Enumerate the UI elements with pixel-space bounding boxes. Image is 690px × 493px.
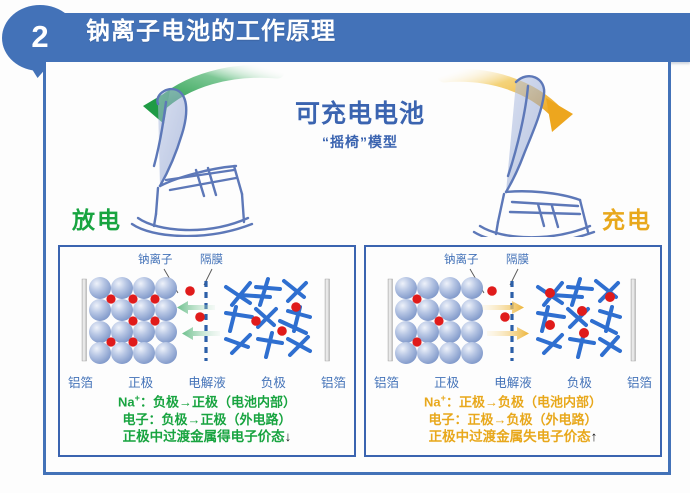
charge-equations: Na+：正极→负极（电池内部） 电子：正极→负极（外电路） 正极中过渡金属失电子…	[366, 393, 660, 446]
discharge-panel: 钠离子 隔膜	[58, 245, 356, 457]
rocking-chair-illustration: 可充电电池 “摇椅”模型 放电 充电	[46, 62, 674, 237]
discharge-equations: Na+：负极→正极（电池内部） 电子：负极→正极（外电路） 正极中过渡金属得电子…	[60, 393, 354, 446]
content-frame: 可充电电池 “摇椅”模型 放电 充电	[43, 62, 671, 475]
equation-row-2: 正极中过渡金属得电子价态↓	[60, 428, 354, 446]
migrating-ion	[487, 286, 497, 296]
legend-item-3: 负极	[566, 376, 592, 390]
equation-row-1: 电子：正极→负极（外电路）	[366, 411, 660, 428]
charge-panel: 钠离子 隔膜	[364, 245, 662, 457]
valence-arrow-up: ↑	[590, 428, 598, 444]
charge-label: 充电	[602, 207, 652, 233]
equation-superscript: +	[134, 393, 140, 403]
cathode-lattice	[89, 277, 177, 364]
equation-text: 电子：负极→正极（外电路）	[122, 411, 292, 427]
equation-row-2: 正极中过渡金属失电子价态↑	[366, 428, 660, 446]
legend-item-2: 电解液	[494, 376, 532, 390]
illustration-subtitle: “摇椅”模型	[322, 134, 398, 150]
curved-arrow-right-gold	[437, 68, 573, 132]
migrating-ion	[500, 312, 510, 322]
valence-arrow-down: ↓	[284, 428, 292, 444]
ion-flow-arrow-right	[482, 301, 529, 340]
header-badge: 2	[2, 5, 78, 71]
discharge-label: 放电	[72, 207, 122, 233]
discharge-cell-diagram: 钠离子 隔膜	[81, 252, 330, 364]
legend-item-4: 铝箔	[626, 376, 652, 390]
equation-row-0: Na+：负极→正极（电池内部）	[60, 393, 354, 411]
legend-item-3: 负极	[260, 376, 286, 390]
legend-item-1: 正极	[128, 376, 154, 390]
equation-row-0: Na+：正极→负极（电池内部）	[366, 393, 660, 411]
anode-carbon	[224, 277, 312, 359]
legend-item-2: 电解液	[188, 376, 226, 390]
panels-row: 钠离子 隔膜	[46, 245, 674, 467]
rocking-chair-left-icon	[130, 87, 254, 237]
header-badge-number: 2	[31, 19, 49, 54]
separator-callout-label: 隔膜	[506, 253, 529, 266]
migrating-ion	[185, 286, 195, 296]
equation-text: ：负极→正极（电池内部）	[139, 394, 296, 410]
ion-callout-label: 钠离子	[444, 252, 479, 266]
ion-flow-arrow-left	[177, 301, 220, 340]
equation-prefix: Na	[118, 394, 135, 410]
migrating-ion	[195, 312, 205, 322]
equation-text: 正极中过渡金属得电子价态	[122, 428, 285, 444]
legend-item-0: 铝箔	[68, 376, 94, 390]
equation-prefix: Na	[424, 394, 441, 410]
legend-item-0: 铝箔	[374, 376, 400, 390]
legend-item-4: 铝箔	[320, 376, 346, 390]
illustration-svg	[130, 64, 596, 237]
rocking-chair-right-icon	[472, 75, 596, 237]
charge-cell-diagram: 钠离子 隔膜	[387, 252, 636, 364]
legend-item-1: 正极	[434, 376, 460, 390]
equation-row-1: 电子：负极→正极（外电路）	[60, 411, 354, 428]
cathode-lattice	[395, 277, 483, 364]
ion-callout-label: 钠离子	[138, 252, 173, 266]
separator-callout-label: 隔膜	[200, 253, 223, 266]
illustration-title: 可充电电池	[294, 100, 425, 128]
charge-legend: 铝箔 正极 电解液 负极 铝箔	[366, 372, 660, 391]
page-title: 钠离子电池的工作原理	[86, 18, 336, 45]
discharge-legend: 铝箔 正极 电解液 负极 铝箔	[60, 372, 354, 391]
equation-text: ：正极→负极（电池内部）	[445, 394, 602, 410]
equation-text: 正极中过渡金属失电子价态	[428, 428, 591, 444]
header-bar	[24, 13, 690, 62]
equation-text: 电子：正极→负极（外电路）	[428, 411, 598, 427]
equation-superscript: +	[440, 393, 446, 403]
